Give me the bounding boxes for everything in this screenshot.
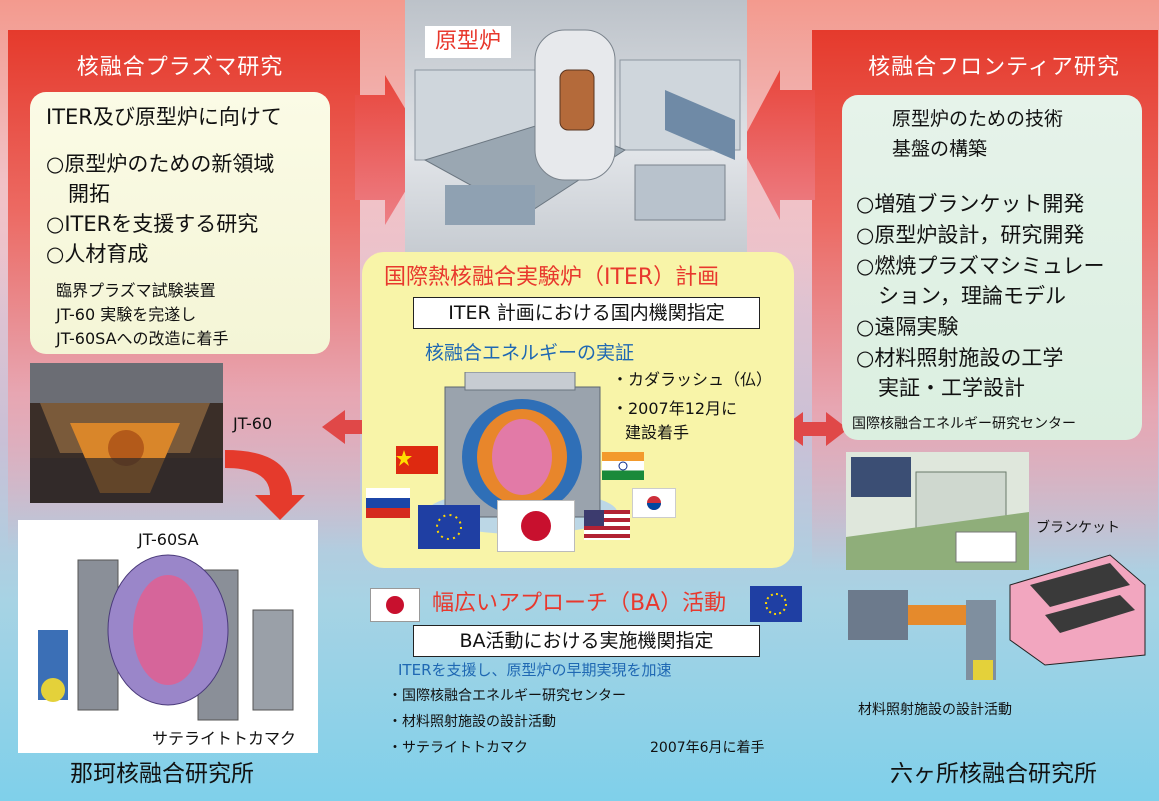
ifmif-label: 材料照射施設の設計活動 [858, 702, 1012, 718]
left-note-3: JT-60SAへの改造に着手 [56, 329, 229, 348]
ba-item-3: ・サテライトトカマク [388, 740, 528, 756]
iter-subtitle: 核融合エネルギーの実証 [425, 342, 635, 364]
left-intro: ITER及び原型炉に向けて [46, 105, 282, 129]
iter-note-1: ・カダラッシュ（仏） [612, 370, 773, 389]
right-bullet-2: ○原型炉設計，研究開発 [856, 223, 1085, 247]
arrow-left-to-prototype [355, 75, 430, 225]
iter-note-3: 建設着手 [625, 423, 690, 442]
left-header: 核融合プラズマ研究 [76, 55, 284, 80]
rokkasho-site-label: 六ヶ所核融合研究所 [890, 761, 1097, 787]
jt60-label: JT-60 [233, 414, 273, 433]
left-note-1: 臨界プラズマ試験装置 [56, 281, 216, 300]
ba-title: 幅広いアプローチ（BA）活動 [432, 591, 727, 616]
arrow-right-double [780, 412, 848, 446]
right-bullet-3: ○燃焼プラズマシミュレー [856, 254, 1105, 278]
right-intro-1: 原型炉のための技術 [892, 108, 1064, 130]
flag-india [602, 452, 644, 480]
naka-site-label: 那珂核融合研究所 [70, 761, 254, 787]
iter-note-2: ・2007年12月に [612, 399, 738, 418]
iter-designation-box: ITER 計画における国内機関指定 [413, 297, 760, 329]
right-bullet-1: ○増殖ブランケット開発 [856, 192, 1085, 216]
right-header: 核融合フロンティア研究 [868, 55, 1120, 80]
iter-title: 国際熱核融合実験炉（ITER）計画 [384, 265, 720, 290]
right-intro-2: 基盤の構築 [892, 138, 988, 160]
flag-china [396, 446, 438, 474]
flag-japan [497, 500, 575, 552]
ba-designation-box: BA活動における実施機関指定 [413, 625, 760, 657]
ba-subtitle: ITERを支援し、原型炉の早期実現を加速 [398, 661, 672, 679]
ba-item-2: ・材料照射施設の設計活動 [388, 714, 556, 730]
left-bullet-1-cont: 開拓 [68, 182, 110, 206]
curved-arrow-jt60 [225, 450, 305, 520]
right-panel [842, 95, 1142, 440]
ba-flag-eu [750, 586, 802, 622]
right-bullet-3-cont: ション，理論モデル [878, 284, 1066, 308]
ba-flag-japan [370, 588, 420, 622]
reactor-building-graphic [414, 29, 741, 225]
jt60sa-graphic [38, 554, 294, 721]
jt60sa-label: JT-60SA [138, 530, 199, 549]
jt60-photo [30, 363, 223, 503]
left-bullet-1: ○原型炉のための新領域 [46, 152, 275, 176]
satellite-tokamak-label: サテライトトカマク [152, 729, 297, 748]
blanket-label: ブランケット [1036, 520, 1120, 536]
arrow-right-to-prototype [740, 70, 815, 220]
right-bullet-5-cont: 実証・工学設計 [878, 376, 1025, 400]
flag-eu [418, 505, 480, 549]
blanket-image [1000, 545, 1150, 670]
jt60sa-image [18, 520, 318, 753]
iferc-label: 国際核融合エネルギー研究センター [852, 416, 1076, 432]
ba-start: 2007年6月に着手 [650, 740, 765, 756]
ba-item-1: ・国際核融合エネルギー研究センター [388, 688, 626, 704]
left-note-2: JT-60 実験を完遂し [56, 305, 197, 324]
left-bullet-3: ○人材育成 [46, 242, 149, 266]
iferc-building-image [846, 452, 1029, 570]
prototype-title: 原型炉 [425, 26, 512, 58]
flag-usa [584, 510, 630, 540]
prototype-reactor-illustration: 原型炉 [405, 0, 747, 255]
flag-korea [632, 488, 676, 518]
left-panel [30, 92, 330, 354]
ifmif-diagram [848, 580, 998, 690]
right-bullet-4: ○遠隔実験 [856, 315, 959, 339]
right-bullet-5: ○材料照射施設の工学 [856, 346, 1064, 370]
left-bullet-2: ○ITERを支援する研究 [46, 212, 259, 236]
flag-russia [366, 488, 410, 518]
